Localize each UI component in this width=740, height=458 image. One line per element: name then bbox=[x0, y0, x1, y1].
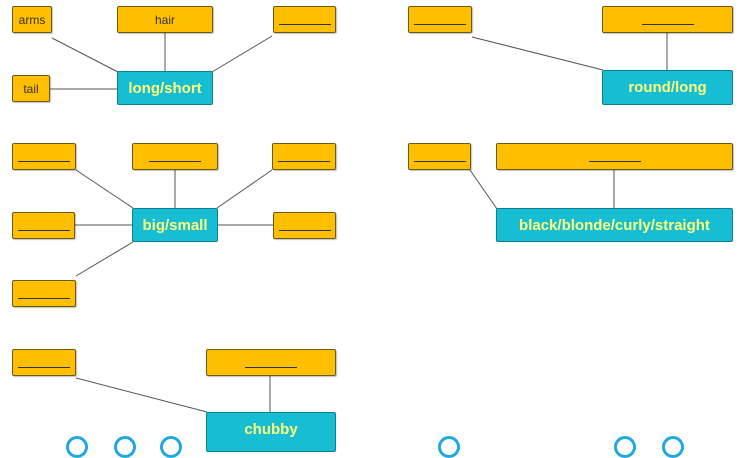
blank-box[interactable] bbox=[206, 349, 336, 376]
blank-box[interactable] bbox=[272, 143, 336, 170]
blank-line bbox=[414, 15, 466, 25]
connector-line bbox=[216, 169, 273, 209]
blank-line bbox=[18, 152, 70, 162]
decor-circle bbox=[114, 436, 136, 458]
blank-line bbox=[413, 152, 466, 162]
blank-box[interactable] bbox=[132, 143, 218, 170]
connector-lines bbox=[50, 33, 668, 413]
connector-line bbox=[471, 36, 604, 71]
word-box-tail: tail bbox=[12, 75, 50, 102]
word-box-hair: hair bbox=[117, 6, 213, 33]
blank-box[interactable] bbox=[496, 143, 733, 170]
blank-line bbox=[149, 152, 201, 162]
blank-line bbox=[245, 358, 297, 368]
blank-box[interactable] bbox=[12, 212, 75, 239]
hub-box-hair-style: black/blonde/curly/straight bbox=[496, 208, 733, 242]
blank-box[interactable] bbox=[273, 6, 336, 33]
decor-circle bbox=[662, 436, 684, 458]
blank-line bbox=[18, 289, 70, 299]
blank-box[interactable] bbox=[12, 349, 76, 376]
connector-line bbox=[51, 37, 119, 73]
blank-line bbox=[278, 152, 330, 162]
blank-line bbox=[641, 15, 694, 25]
blank-line bbox=[278, 15, 331, 25]
connector-line bbox=[75, 241, 134, 277]
hub-box-big-small: big/small bbox=[132, 208, 218, 242]
blank-line bbox=[278, 221, 331, 231]
decor-circle bbox=[66, 436, 88, 458]
hub-box-long-short: long/short bbox=[117, 71, 213, 105]
decor-circle bbox=[614, 436, 636, 458]
connector-line bbox=[469, 169, 498, 210]
blank-line bbox=[18, 358, 70, 368]
blank-box[interactable] bbox=[12, 143, 76, 170]
blank-box[interactable] bbox=[273, 212, 336, 239]
blank-box[interactable] bbox=[408, 143, 471, 170]
hub-box-round-long: round/long bbox=[602, 70, 733, 105]
blank-box[interactable] bbox=[408, 6, 472, 33]
connector-line bbox=[75, 377, 208, 413]
connector-line bbox=[75, 169, 134, 209]
blank-box[interactable] bbox=[602, 6, 733, 33]
hub-box-chubby: chubby bbox=[206, 412, 336, 452]
blank-line bbox=[17, 221, 70, 231]
blank-box[interactable] bbox=[12, 280, 76, 307]
connector-line bbox=[211, 35, 273, 73]
blank-line bbox=[588, 152, 641, 162]
word-box-arms: arms bbox=[12, 6, 52, 33]
decor-circle bbox=[160, 436, 182, 458]
decor-circle bbox=[438, 436, 460, 458]
